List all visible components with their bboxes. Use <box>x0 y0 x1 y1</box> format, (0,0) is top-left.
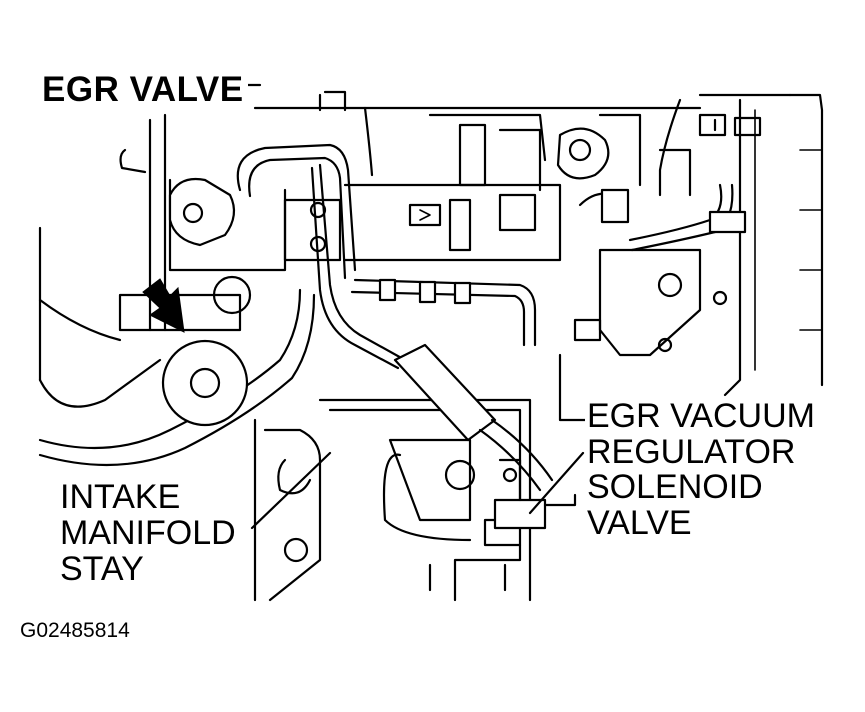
egr-valve-label: EGR VALVE <box>40 72 248 109</box>
intake-manifold-stay-label: INTAKE MANIFOLD STAY <box>60 480 240 588</box>
egr-pipe <box>38 288 316 467</box>
vacuum-hoses <box>236 143 747 370</box>
label-line: SOLENOID <box>585 470 815 506</box>
fasteners <box>558 248 728 422</box>
manifold-stay-bracket <box>253 398 532 602</box>
solenoid-valve-assembly <box>393 343 577 547</box>
label-line: STAY <box>60 552 240 588</box>
label-line: INTAKE <box>60 480 240 516</box>
engine-block-right <box>658 93 824 397</box>
egr-valve-assembly <box>38 113 287 408</box>
cylinder-head <box>253 90 702 197</box>
label-line: REGULATOR <box>585 434 815 470</box>
arrow-icon <box>142 278 185 333</box>
label-line: MANIFOLD <box>60 516 240 552</box>
egr-vacuum-regulator-label: EGR VACUUM REGULATOR SOLENOID VALVE <box>585 399 815 541</box>
figure-code: G02485814 <box>20 619 130 642</box>
leader-lines <box>246 83 585 530</box>
label-line: EGR VACUUM <box>585 397 815 435</box>
label-line: VALVE <box>585 505 815 541</box>
